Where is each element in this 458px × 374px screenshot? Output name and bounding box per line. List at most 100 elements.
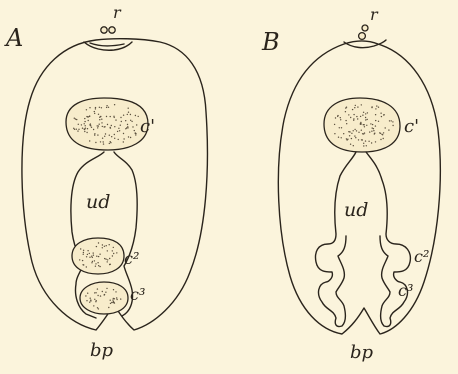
stipple-dot bbox=[130, 137, 131, 138]
stipple-dot bbox=[112, 302, 113, 303]
stipple-dot bbox=[98, 265, 99, 266]
stipple-dot bbox=[366, 145, 367, 146]
stipple-dot bbox=[111, 125, 112, 126]
stipple-dot bbox=[375, 114, 376, 115]
stipple-dot bbox=[340, 117, 341, 118]
stipple-dot bbox=[86, 116, 87, 117]
stipple-dot bbox=[128, 108, 129, 109]
stipple-dot bbox=[102, 126, 103, 127]
stipple-dot bbox=[120, 125, 121, 126]
stipple-dot bbox=[99, 254, 100, 255]
stipple-dot bbox=[371, 142, 372, 143]
stipple-dot bbox=[369, 131, 370, 132]
stipple-dot bbox=[108, 107, 109, 108]
stipple-dot bbox=[123, 141, 124, 142]
stipple-dot bbox=[90, 300, 91, 301]
stipple-dot bbox=[98, 114, 99, 115]
panel-a-label-c3: c³ bbox=[130, 285, 145, 304]
stipple-dot bbox=[117, 131, 118, 132]
stipple-dot bbox=[89, 124, 90, 125]
stipple-dot bbox=[93, 305, 94, 306]
stipple-dot bbox=[110, 127, 111, 128]
stipple-dot bbox=[130, 114, 131, 115]
stipple-dot bbox=[106, 116, 107, 117]
stipple-dot bbox=[100, 295, 101, 296]
stipple-dot bbox=[110, 303, 111, 304]
panel-b-cell-c1 bbox=[324, 98, 400, 152]
stipple-dot bbox=[93, 129, 94, 130]
stipple-dot bbox=[364, 124, 365, 125]
stipple-dot bbox=[341, 127, 342, 128]
stipple-dot bbox=[116, 297, 117, 298]
stipple-dot bbox=[82, 260, 83, 261]
stipple-dot bbox=[345, 120, 346, 121]
stipple-dot bbox=[88, 120, 89, 121]
stipple-dot bbox=[356, 130, 357, 131]
stipple-dot bbox=[125, 120, 126, 121]
stipple-dot bbox=[383, 132, 384, 133]
stipple-dot bbox=[86, 256, 87, 257]
stipple-dot bbox=[362, 139, 363, 140]
panel-a-letter: A bbox=[4, 24, 23, 52]
stipple-dot bbox=[123, 115, 124, 116]
stipple-dot bbox=[365, 113, 366, 114]
stipple-dot bbox=[384, 114, 385, 115]
stipple-dot bbox=[86, 266, 87, 267]
stipple-dot bbox=[92, 261, 93, 262]
stipple-dot bbox=[380, 139, 381, 140]
stipple-dot bbox=[363, 143, 364, 144]
stipple-dot bbox=[370, 123, 371, 124]
stipple-dot bbox=[392, 125, 393, 126]
stipple-dot bbox=[363, 145, 364, 146]
panel-b-r-cell-upper bbox=[362, 25, 368, 31]
stipple-dot bbox=[86, 132, 87, 133]
stipple-dot bbox=[94, 113, 95, 114]
stipple-dot bbox=[365, 117, 366, 118]
stipple-dot bbox=[107, 124, 108, 125]
stipple-dot bbox=[121, 121, 122, 122]
stipple-dot bbox=[113, 298, 114, 299]
stipple-dot bbox=[114, 138, 115, 139]
stipple-dot bbox=[94, 299, 95, 300]
stipple-dot bbox=[103, 141, 104, 142]
panel-b-inner-cavity bbox=[316, 152, 411, 327]
stipple-dot bbox=[75, 118, 76, 119]
stipple-dot bbox=[112, 250, 113, 251]
stipple-dot bbox=[104, 258, 105, 259]
stipple-dot bbox=[98, 256, 99, 257]
stipple-dot bbox=[352, 109, 353, 110]
stipple-dot bbox=[107, 259, 108, 260]
stipple-dot bbox=[101, 122, 102, 123]
stipple-dot bbox=[337, 116, 338, 117]
stipple-dot bbox=[110, 141, 111, 142]
stipple-dot bbox=[80, 248, 81, 249]
stipple-dot bbox=[358, 132, 359, 133]
stipple-dot bbox=[84, 123, 85, 124]
stipple-dot bbox=[84, 121, 85, 122]
stipple-dot bbox=[109, 143, 110, 144]
stipple-dot bbox=[95, 292, 96, 293]
stipple-dot bbox=[109, 258, 110, 259]
stipple-dot bbox=[334, 133, 335, 134]
panel-a-label-r: r bbox=[113, 3, 122, 22]
stipple-dot bbox=[389, 120, 390, 121]
stipple-dot bbox=[372, 127, 373, 128]
stipple-dot bbox=[360, 122, 361, 123]
stipple-dot bbox=[98, 308, 99, 309]
stipple-dot bbox=[358, 139, 359, 140]
stipple-dot bbox=[78, 129, 79, 130]
stipple-dot bbox=[134, 130, 135, 131]
stipple-dot bbox=[351, 133, 352, 134]
stipple-dot bbox=[110, 300, 111, 301]
stipple-dot bbox=[116, 299, 117, 300]
stipple-dot bbox=[106, 245, 107, 246]
stipple-dot bbox=[392, 121, 393, 122]
stipple-dot bbox=[354, 135, 355, 136]
stipple-dot bbox=[376, 105, 377, 106]
stipple-dot bbox=[91, 256, 92, 257]
stipple-dot bbox=[357, 118, 358, 119]
stipple-dot bbox=[95, 142, 96, 143]
stipple-dot bbox=[89, 257, 90, 258]
stipple-dot bbox=[94, 111, 95, 112]
stipple-dot bbox=[83, 254, 84, 255]
